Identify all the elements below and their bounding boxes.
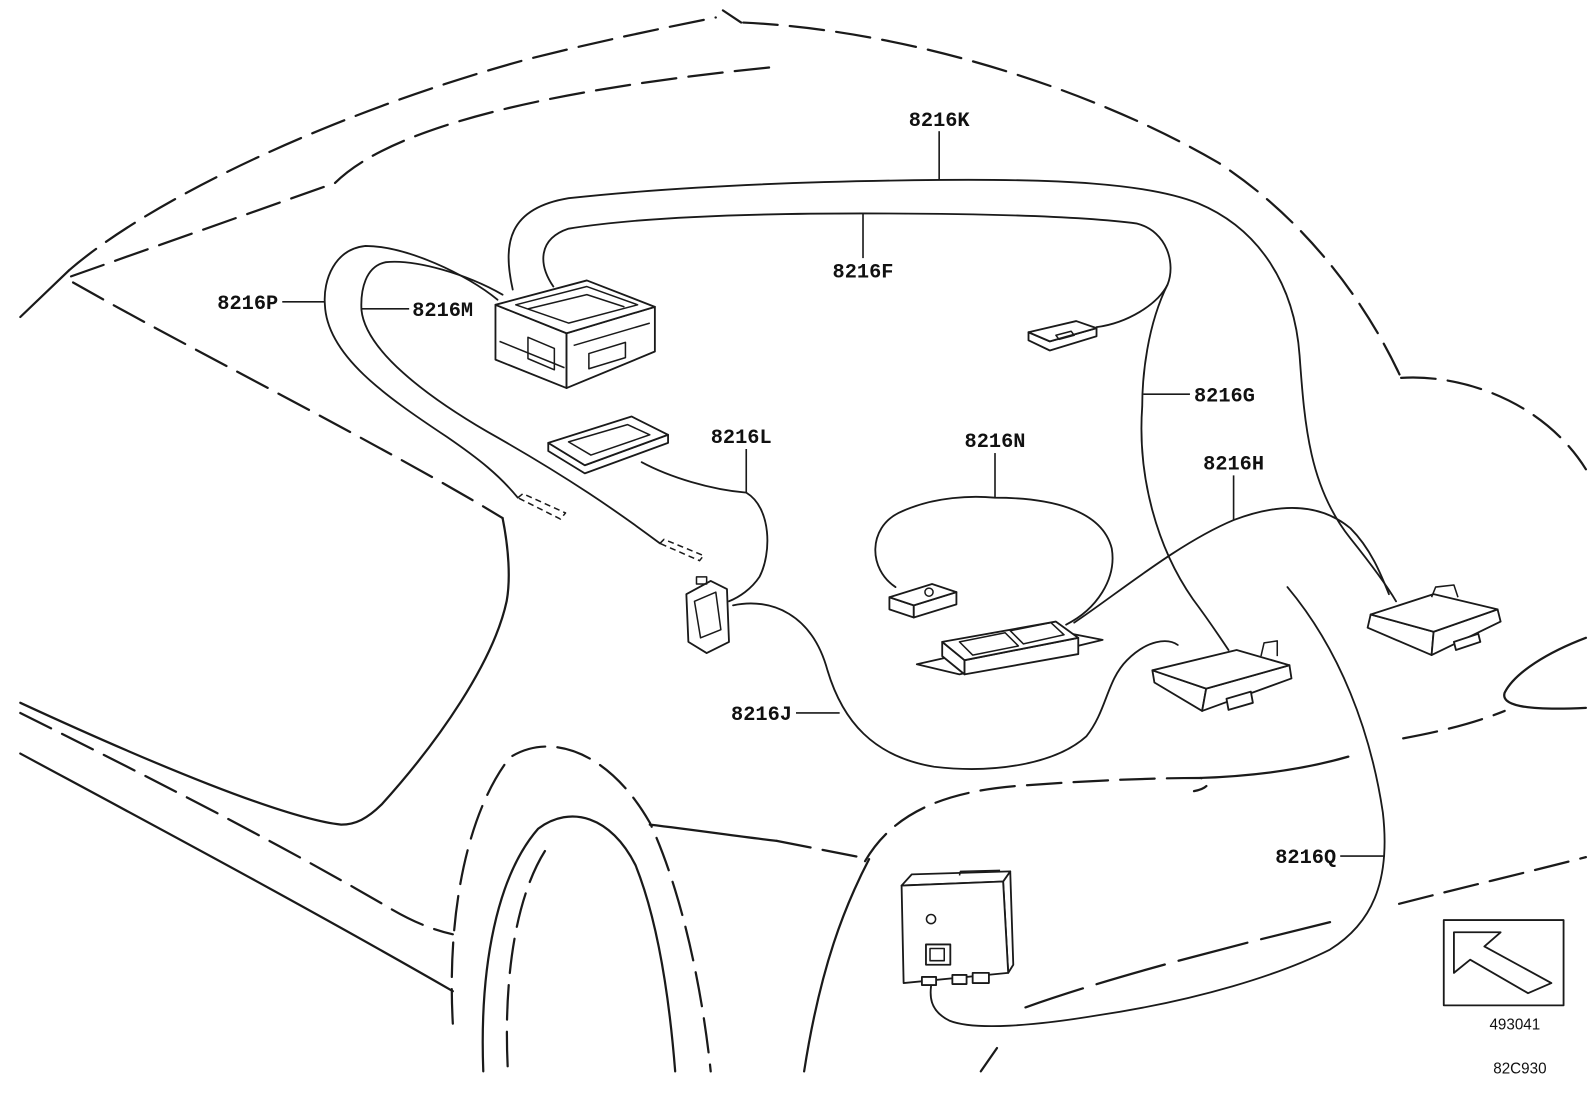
head-unit-lower-rib <box>499 340 565 369</box>
amplifier-box-plug-3 <box>971 971 990 984</box>
cable-8216h <box>1073 507 1390 624</box>
wheel-arch-outer <box>450 745 712 1073</box>
roof-line-outer <box>67 16 717 272</box>
bumper-bottom <box>1024 921 1332 1009</box>
small-module-tab <box>695 576 708 585</box>
callout-8216m: 8216M <box>412 300 473 323</box>
head-unit-top-rib <box>527 293 625 310</box>
view-reference-code: 493041 <box>1489 1017 1540 1034</box>
antenna-module-top <box>941 620 1080 662</box>
character-line-lower <box>19 752 454 993</box>
leader-lines <box>282 131 1385 857</box>
bumper-upper-right <box>1198 755 1350 780</box>
reference-codes: 493041 82C930 <box>1489 1017 1546 1078</box>
callout-labels: 8216K 8216F 8216P 8216M 8216L 8216N 8216… <box>217 110 1336 870</box>
components <box>494 279 1565 1007</box>
callout-8216l: 8216L <box>711 427 772 450</box>
control-module-right <box>1366 584 1502 657</box>
head-unit-side-rib <box>573 322 651 347</box>
head-unit-top-panel <box>515 285 639 324</box>
callout-8216p: 8216P <box>217 293 278 316</box>
connector-plug-top <box>1027 320 1098 343</box>
wiring-harnesses <box>323 178 1397 1028</box>
amplifier-box-front <box>900 880 1010 984</box>
connector-plug-latch <box>1055 330 1075 341</box>
bumper-top-left <box>648 823 778 843</box>
callout-8216f: 8216F <box>833 261 894 284</box>
c-pillar <box>19 516 510 826</box>
wheel-arch-inner <box>481 815 677 1073</box>
small-module-face <box>693 591 722 639</box>
lamp-lower-edge <box>863 776 1209 863</box>
tail-top <box>1400 376 1588 471</box>
tail-lamp-edge <box>1503 636 1588 710</box>
character-line-upper <box>19 711 454 936</box>
callout-8216h: 8216H <box>1203 453 1264 476</box>
control-module-right-top <box>1369 593 1499 633</box>
head-unit-bracket <box>527 336 556 371</box>
cable-8216p <box>323 245 519 499</box>
sensor-block <box>888 583 958 619</box>
bumper-upper-far-right <box>1402 709 1506 740</box>
tire-edge <box>505 847 548 1068</box>
callout-8216j: 8216J <box>731 704 792 727</box>
view-direction-box <box>1442 919 1565 1007</box>
amplifier-box-plug-2 <box>951 973 968 985</box>
connector-plug <box>1027 320 1098 352</box>
amplifier-box-port-inner <box>929 947 945 962</box>
rear-pillar-edge <box>19 269 71 319</box>
vehicle-body-outline <box>19 9 1588 1073</box>
small-module <box>685 576 730 654</box>
cable-8216l <box>640 461 769 603</box>
cable-8216k <box>507 178 1397 603</box>
figure-number: 82C930 <box>1493 1060 1546 1077</box>
bumper-corner <box>803 858 871 1073</box>
callout-8216g: 8216G <box>1194 385 1255 408</box>
control-module-center-clip <box>1260 640 1279 657</box>
cable-8216n <box>874 495 1114 626</box>
antenna-module <box>915 620 1104 676</box>
control-module-center <box>1151 640 1293 712</box>
head-unit <box>494 279 656 389</box>
cable-8216j <box>732 602 1179 770</box>
bumper-lower-right <box>1397 856 1588 905</box>
rear-glass-edge <box>333 66 773 185</box>
cable-8216q <box>929 586 1386 1028</box>
cable-8216m <box>360 260 661 545</box>
callout-8216k: 8216K <box>909 110 971 133</box>
antenna-module-window-right <box>1009 621 1065 645</box>
cable-8216g <box>1140 283 1230 651</box>
sensor-block-top <box>888 583 958 607</box>
display-panel <box>547 415 669 475</box>
control-module-center-tab <box>1225 690 1254 711</box>
quarter-window-upper <box>71 281 504 520</box>
callout-8216n: 8216N <box>965 431 1026 454</box>
control-module-center-top <box>1151 649 1291 690</box>
control-module-right-clip <box>1430 584 1459 598</box>
cable-8216p-end <box>517 492 567 520</box>
callout-8216q: 8216Q <box>1275 847 1336 870</box>
amplifier-box-top-ridge <box>958 869 1001 876</box>
arrow-up-left-icon <box>1453 931 1553 995</box>
control-module-right-tab <box>1453 632 1482 651</box>
head-unit-top-face <box>494 279 656 335</box>
window-top-edge <box>69 181 337 278</box>
display-panel-screen <box>567 423 651 456</box>
bumper-top-left-dashed <box>775 839 867 860</box>
amplifier-box-plug-1 <box>920 976 938 986</box>
amplifier-box <box>900 869 1015 986</box>
cable-8216m-end <box>659 538 705 562</box>
ground-tick <box>979 1046 999 1073</box>
small-module-body <box>685 580 730 654</box>
roof-tick <box>721 9 743 24</box>
antenna-module-window-left <box>958 631 1020 656</box>
head-unit-slot <box>588 341 627 370</box>
trunk-line <box>742 21 1403 380</box>
amplifier-box-hole <box>925 913 937 925</box>
sensor-block-hole <box>924 587 934 597</box>
